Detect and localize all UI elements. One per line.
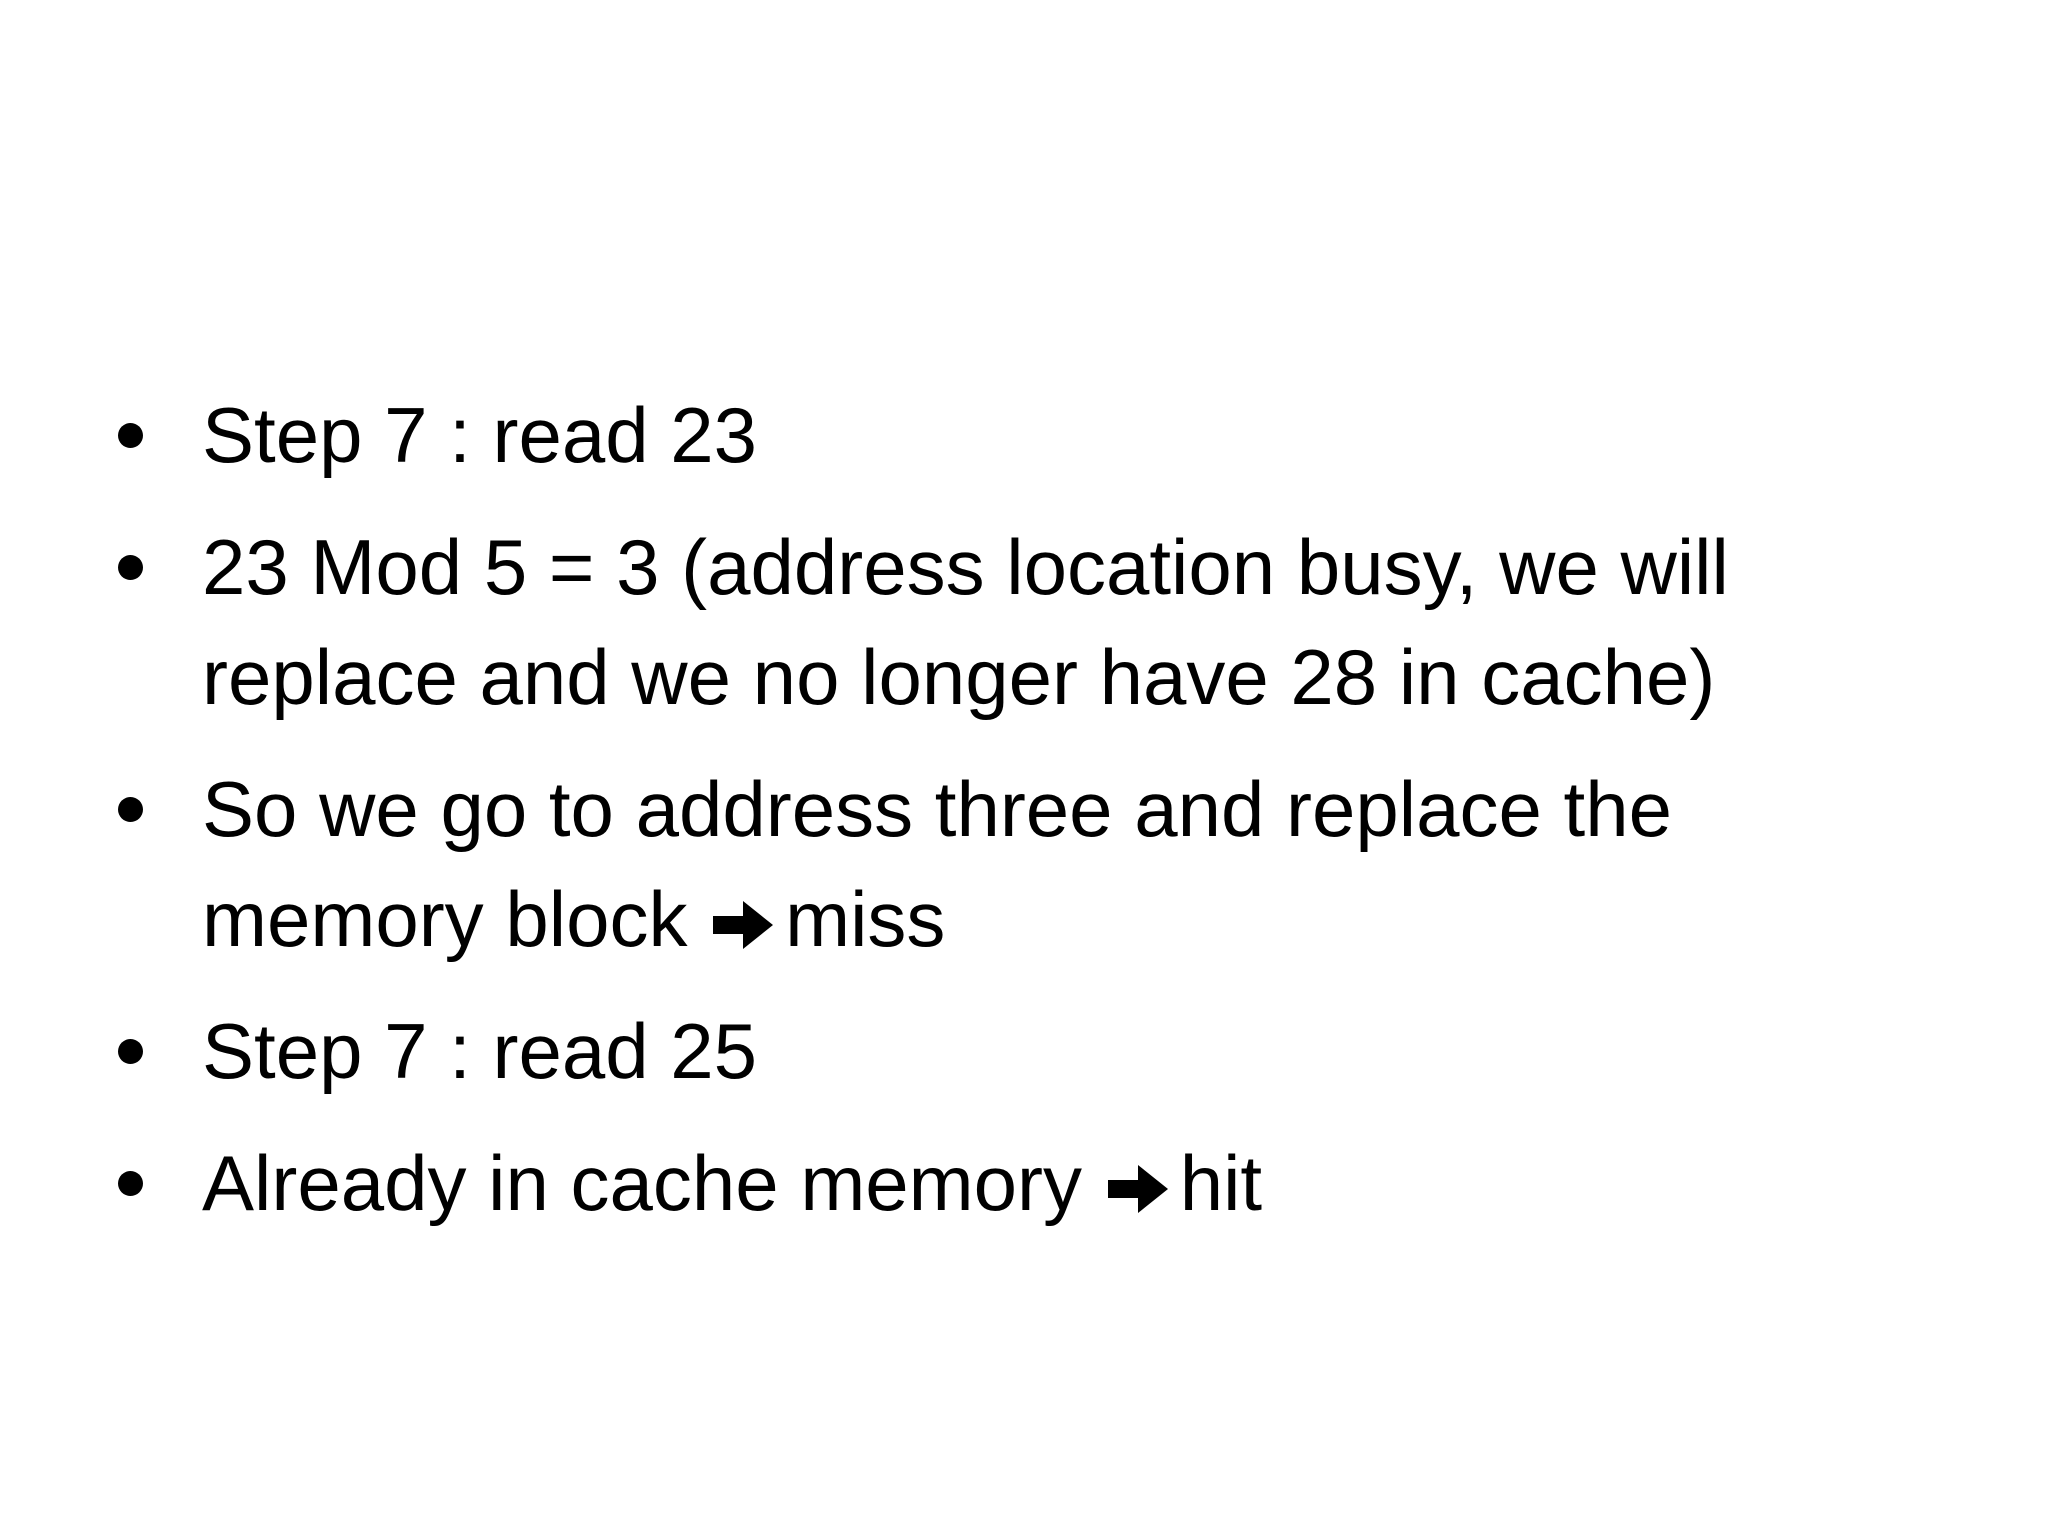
right-arrow-icon	[1107, 1163, 1170, 1215]
bullet-item: 23 Mod 5 = 3 (address location busy, we …	[0, 512, 2048, 732]
bullet-icon	[118, 797, 143, 822]
bullet-text: Already in cache memory	[202, 1139, 1083, 1227]
bullet-item: So we go to address three and replace th…	[0, 754, 2048, 974]
bullet-result: hit	[1179, 1139, 1263, 1227]
bullet-result: miss	[785, 875, 946, 963]
right-arrow-icon	[713, 899, 775, 951]
bullet-icon	[118, 555, 143, 580]
bullet-list: Step 7 : read 23 23 Mod 5 = 3 (address l…	[0, 380, 2048, 1260]
bullet-text: Step 7 : read 25	[202, 1007, 758, 1095]
bullet-item: Step 7 : read 25	[0, 996, 2048, 1106]
bullet-text: Step 7 : read 23	[202, 391, 758, 479]
bullet-icon	[118, 423, 143, 448]
bullet-text: So we go to address three and replace th…	[202, 765, 1672, 963]
bullet-item: Already in cache memory hit	[0, 1128, 2048, 1238]
bullet-item: Step 7 : read 23	[0, 380, 2048, 490]
bullet-icon	[118, 1039, 143, 1064]
bullet-text: 23 Mod 5 = 3 (address location busy, we …	[202, 523, 1729, 721]
bullet-icon	[118, 1171, 143, 1196]
